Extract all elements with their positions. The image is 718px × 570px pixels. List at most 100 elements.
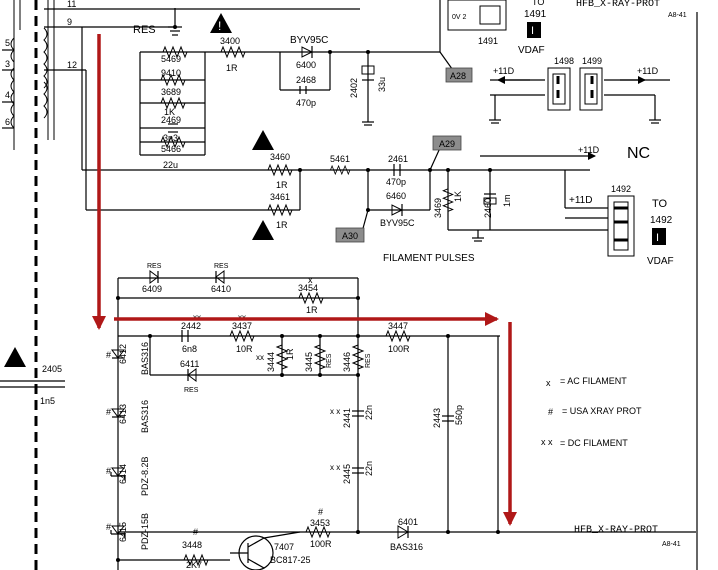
label-2443-val: 560p	[454, 405, 464, 425]
label-a29: A29	[439, 139, 455, 149]
label-7407-type: BC817-25	[270, 555, 311, 565]
label-2461: 2461	[388, 154, 408, 164]
hash-6415: #	[106, 522, 111, 532]
label-6412: 6412	[118, 344, 128, 364]
label-2441-val: 22n	[364, 405, 374, 420]
i-block-2	[652, 228, 666, 245]
label-6411-tag: RES	[184, 387, 199, 394]
label-6401-type: BAS316	[390, 542, 423, 552]
label-3446-val: RES	[365, 353, 372, 368]
signal-bottom-right: HFB_X-RAY-PROT	[574, 525, 658, 536]
label-6410-tag: RES	[214, 263, 229, 270]
label-0v2: 0V 2	[452, 14, 467, 21]
label-3400-val: 1R	[226, 63, 238, 73]
label-2442: 2442	[181, 321, 201, 331]
red-annotation-arrows	[92, 34, 517, 526]
label-2460: 2460	[483, 198, 493, 218]
label-2405: 2405	[42, 364, 62, 374]
label-3447-val: 100R	[388, 344, 410, 354]
pin-5: 5	[5, 38, 10, 48]
pin-4: 4	[5, 90, 10, 100]
label-1492: 1492	[611, 184, 631, 194]
pin-11: 11	[67, 0, 76, 9]
warning-icon	[252, 220, 274, 240]
label-byv95c-2: BYV95C	[380, 218, 415, 228]
i-glyph-1: I	[531, 25, 534, 37]
legend-hash-text: = USA XRAY PROT	[562, 406, 642, 416]
label-2469: 2469	[161, 115, 181, 125]
label-2405-val: 1n5	[40, 396, 55, 406]
test-point-a30	[335, 227, 365, 243]
label-3454-mark: x	[308, 275, 313, 285]
label-filament-pulses: FILAMENT PULSES	[383, 253, 475, 264]
label-6415-type: PDZ-15B	[140, 513, 150, 550]
hash-3453: #	[318, 507, 323, 517]
label-3454: 3454	[298, 283, 318, 293]
label-6400: 6400	[296, 60, 316, 70]
label-11d-2: +11D	[637, 66, 659, 76]
pin-9: 9	[67, 17, 72, 27]
label-3460-val: 1R	[276, 180, 288, 190]
label-2441-mark: x x	[330, 407, 340, 416]
label-11d-4: +11D	[569, 195, 592, 206]
label-2445-mark: x x	[330, 463, 340, 472]
label-1491: 1491	[524, 9, 547, 20]
label-6412-type: BAS316	[140, 342, 150, 375]
pin-3: 3	[5, 59, 10, 69]
legend-x-text: = AC FILAMENT	[560, 376, 627, 386]
label-6409-tag: RES	[147, 263, 162, 270]
label-nc: NC	[627, 145, 650, 162]
label-11d-1: +11D	[493, 66, 515, 76]
label-3469: 3469	[433, 198, 443, 218]
legend: x = AC FILAMENT # = USA XRAY PROT x x = …	[541, 376, 642, 448]
label-6409: 6409	[142, 284, 162, 294]
top-wires	[81, 0, 461, 211]
transformer-area	[2, 0, 360, 570]
label-2441: 2441	[342, 408, 352, 428]
label-6410: 6410	[211, 284, 231, 294]
legend-xx-symbol: x x	[541, 437, 553, 447]
label-1491-b: 1491	[478, 36, 498, 46]
label-3453: 3453	[310, 518, 330, 528]
label-byv95c: BYV95C	[290, 35, 328, 46]
label-3444: 3444	[266, 352, 276, 372]
label-a28: A28	[450, 71, 466, 81]
connector-1498-1499-group	[489, 67, 670, 124]
label-3445: 3445	[304, 352, 314, 372]
hash-6414: #	[106, 466, 111, 476]
label-a30: A30	[342, 231, 358, 241]
label-6460: 6460	[386, 191, 406, 201]
label-res-top: RES	[133, 24, 156, 36]
label-1492-to: 1492	[650, 215, 673, 226]
label-3444-mark: xx	[256, 353, 264, 362]
test-point-a29	[432, 135, 462, 151]
label-vdaf-2: VDAF	[647, 256, 674, 267]
label-3437: 3437	[232, 321, 252, 331]
test-point-a28	[445, 67, 473, 83]
label-3448: 3448	[182, 540, 202, 550]
label-2442-val: 6n8	[182, 344, 197, 354]
hash-3448: #	[193, 527, 198, 537]
label-2468: 2468	[296, 75, 316, 85]
label-5466: 5466	[161, 144, 181, 154]
signal-top-right-ref: A8-41	[668, 12, 687, 19]
label-11d-3: +11D	[578, 145, 600, 155]
label-3447: 3447	[388, 321, 408, 331]
label-2460-val: 1m	[502, 194, 512, 207]
label-to-1: TO	[532, 0, 544, 7]
label-3461: 3461	[270, 192, 290, 202]
label-vdaf-1: VDAF	[518, 45, 545, 56]
label-2445-val: 22n	[364, 461, 374, 476]
label-3454-val: 1R	[306, 305, 318, 315]
label-2443: 2443	[432, 408, 442, 428]
pin-12: 12	[67, 60, 77, 70]
hash-6413: #	[106, 407, 111, 417]
label-1499: 1499	[582, 56, 602, 66]
label-5466-val: 22u	[163, 160, 178, 170]
label-2445: 2445	[342, 464, 352, 484]
label-3437-val: 10R	[236, 344, 253, 354]
label-6413: 6413	[118, 404, 128, 424]
label-3689: 3689	[161, 87, 181, 97]
label-6415: 6415	[118, 522, 128, 542]
